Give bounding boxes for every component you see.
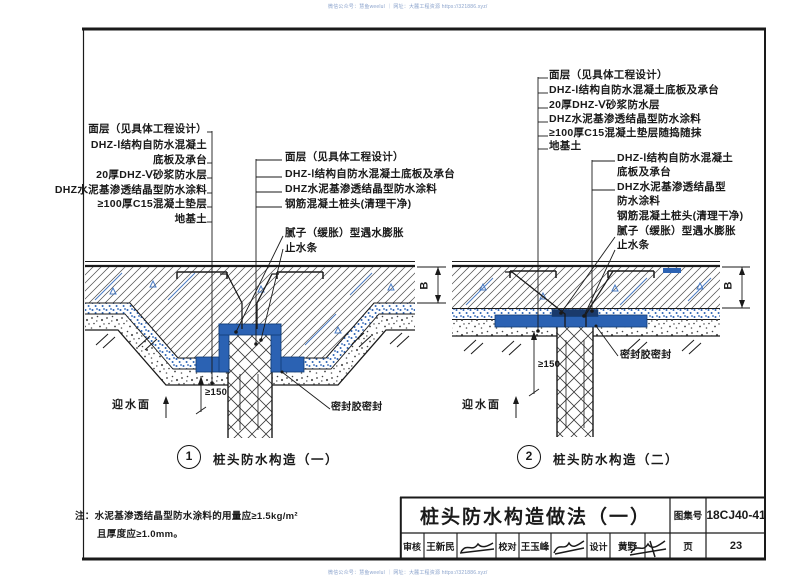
leaders-stack4: [559, 160, 616, 318]
title-block-lines: [399, 496, 766, 559]
signature-3: [629, 540, 667, 558]
sealant-leader-2: [595, 325, 619, 357]
d2-label-pile-head: 钢筋混凝土桩头(清理干净): [617, 210, 744, 222]
d2-dim-150: ≥150: [538, 359, 561, 370]
d1-detail-number: 1: [185, 449, 193, 463]
d2-detail-bubble: 2: [517, 445, 541, 469]
d2-label-coating: DHZ水泥基渗透结晶型防水涂料: [549, 113, 702, 125]
dim-150-2: [528, 331, 540, 397]
d2-label-waterstop-1: 腻子（缓胀）型遇水膨胀: [617, 225, 736, 237]
soil-hatch: [463, 338, 702, 356]
d1-label-surface-2: 面层（见具体工程设计）: [285, 151, 404, 163]
watermark-bottom: 微信公众号：慧鱼weelul ｜ 网址：大麓工程资源 https://32188…: [328, 570, 488, 576]
reviewer-name: 王新民: [426, 542, 455, 553]
d1-label-mortar: 20厚DHZ-Ⅴ砂浆防水层: [96, 169, 207, 181]
rebar-symbols: [509, 270, 655, 278]
leaders-stack1: [207, 131, 214, 385]
d2-label-surface: 面层（见具体工程设计）: [549, 69, 668, 81]
designer-label: 设计: [589, 541, 608, 552]
d2-label-slab-2: 底板及承台: [617, 166, 671, 178]
d1-label-pile-head: 钢筋混凝土桩头(清理干净): [285, 198, 412, 210]
page-number: 23: [729, 540, 743, 552]
detail-1-drawing: [85, 131, 446, 438]
d1-label-slab-2: 底板及承台: [153, 154, 207, 166]
title-block-title: 桩头防水构造做法（一）: [419, 506, 651, 528]
signatures: [459, 540, 667, 558]
d2-sealant-label: 密封胶密封: [620, 350, 672, 361]
d2-label-soil: 地基土: [549, 140, 582, 152]
page-label: 页: [683, 542, 693, 553]
atlas-no-value: 18CJ40-41: [706, 508, 766, 522]
d1-label-waterstop-1: 腻子（缓胀）型遇水膨胀: [285, 227, 404, 239]
d2-dim-b: B: [722, 281, 735, 290]
coating-collar: [195, 323, 305, 373]
d1-dim-150: ≥150: [205, 387, 228, 398]
watermark-top: 微信公众号：慧鱼weelul ｜ 网址：大麓工程资源 https://32188…: [328, 4, 488, 10]
water-face-arrow-1: [163, 396, 169, 418]
water-face-arrow-2: [513, 396, 519, 418]
d1-label-cushion: ≥100厚C15混凝土垫层: [97, 198, 207, 210]
dim-150-1: [195, 376, 207, 415]
d2-detail-number: 2: [525, 449, 533, 463]
d2-caption: 桩头防水构造（二）: [553, 453, 680, 467]
leaders-stack3: [536, 77, 548, 333]
d1-label-soil: 地基土: [174, 213, 207, 225]
sealant-leader-1: [281, 371, 331, 410]
pile-cap-seal: [551, 309, 599, 317]
soil-hatch: [95, 332, 410, 351]
d1-label-coating: DHZ水泥基渗透结晶型防水涂料: [54, 184, 207, 196]
signature-1: [459, 542, 495, 554]
d1-label-coating-2: DHZ水泥基渗透结晶型防水涂料: [285, 183, 438, 195]
d1-detail-bubble: 1: [177, 445, 201, 469]
leaders-stack2: [234, 159, 284, 346]
d1-label-slab-1: DHZ-Ⅰ结构自防水混凝土: [90, 139, 207, 151]
detail-2-drawing: [452, 77, 750, 437]
d1-label-slab-3: DHZ-Ⅰ结构自防水混凝土底板及承台: [285, 168, 456, 180]
d1-dim-b: B: [418, 281, 431, 290]
note-line-1: 注：水泥基渗透结晶型防水涂料的用量应≥1.5kg/m²: [75, 511, 298, 522]
checker-label: 校对: [498, 541, 517, 552]
atlas-no-label: 图集号: [673, 511, 703, 522]
d2-label-slab-1: DHZ-Ⅰ结构自防水混凝土: [617, 152, 734, 164]
d1-caption: 桩头防水构造（一）: [213, 453, 340, 467]
d2-label-waterstop-2: 止水条: [617, 239, 650, 251]
d2-label-cushion: ≥100厚C15混凝土垫层随捣随抹: [549, 127, 702, 139]
d2-label-mortar: 20厚DHZ-Ⅴ砂浆防水层: [549, 99, 660, 111]
designer-name: 黄野: [617, 542, 637, 553]
checker-name: 王玉峰: [520, 542, 550, 553]
d1-sealant-label: 密封胶密封: [331, 402, 383, 413]
reviewer-label: 审核: [402, 541, 421, 552]
signature-2: [553, 540, 585, 555]
d1-water-face-label: 迎水面: [112, 399, 151, 411]
note-line-2: 且厚度应≥1.0mm。: [97, 529, 184, 540]
d2-label-slab: DHZ-Ⅰ结构自防水混凝土底板及承台: [549, 84, 720, 96]
dim-b-2: [722, 266, 750, 309]
dim-b-1: [417, 266, 446, 304]
d2-label-coating-2: 防水涂料: [617, 195, 661, 207]
d2-water-face-label: 迎水面: [462, 399, 501, 411]
d1-label-waterstop-2: 止水条: [285, 242, 318, 254]
rebar-dowels: [220, 273, 279, 329]
sheet-frame: [82, 27, 766, 561]
d1-label-surface: 面层（见具体工程设计）: [88, 123, 207, 135]
d2-label-coating-1: DHZ水泥基渗透结晶型: [617, 181, 726, 193]
